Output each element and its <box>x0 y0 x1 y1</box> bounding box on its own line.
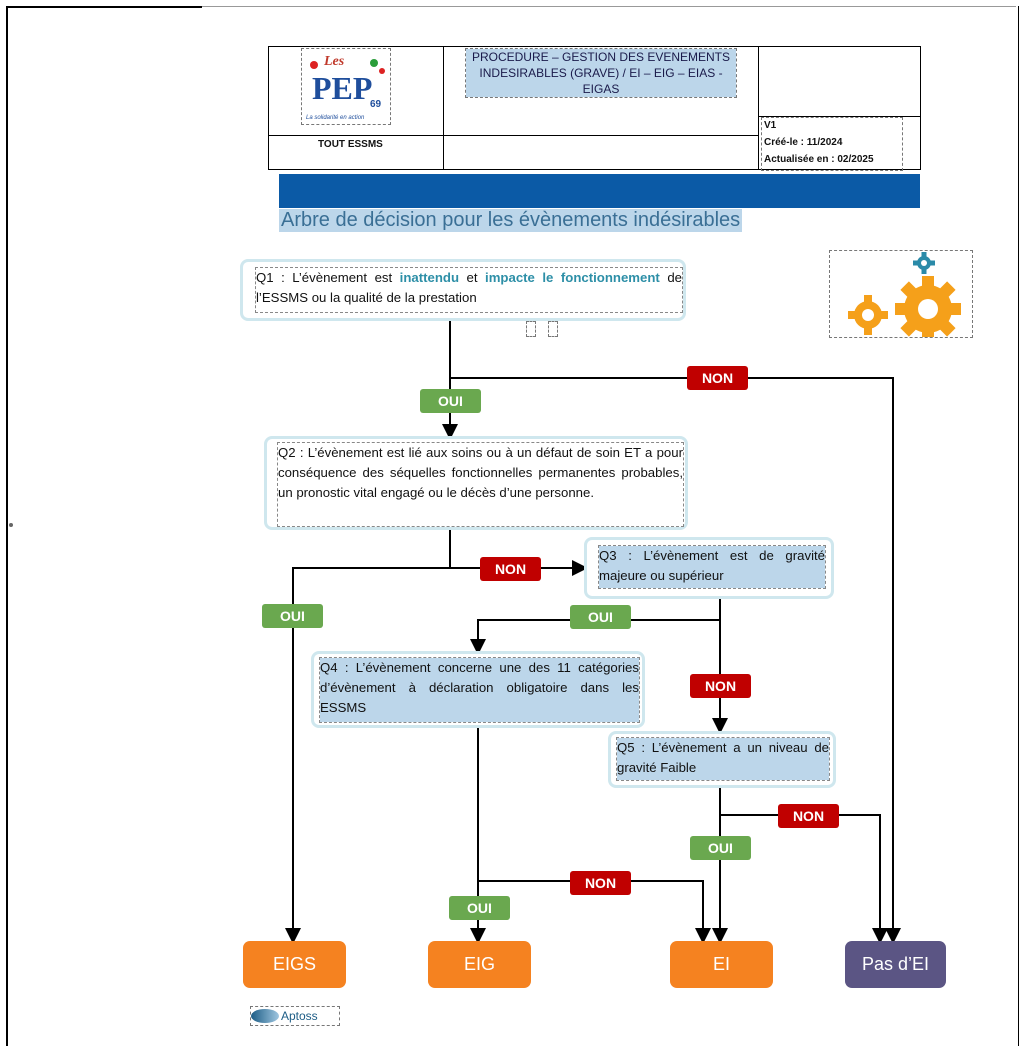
q1-prefix: Q1 : L’évènement est <box>256 270 400 285</box>
created-date: Créé-le : 11/2024 <box>764 137 843 148</box>
top-rule <box>6 6 1016 7</box>
q4-oui-tag: OUI <box>449 896 510 920</box>
q5-text: Q5 : L’évènement a un niveau de gravité … <box>616 737 830 781</box>
aptoss-logo-icon <box>251 1009 279 1023</box>
q1-oui-tag: OUI <box>420 389 481 413</box>
q1-text: Q1 : L’évènement est inattendu et impact… <box>255 267 683 313</box>
logo-les: Les <box>323 54 345 69</box>
q3-text: Q3 : L’évènement est de gravité majeure … <box>598 545 826 589</box>
q1-suffix: de l’ESSMS ou la qualité de la prestatio… <box>256 270 682 305</box>
q1-non-line <box>450 377 901 944</box>
q3-box: Q3 : L’évènement est de gravité majeure … <box>584 537 834 599</box>
logo-tagline: La solidarité en action <box>306 115 365 121</box>
result-pas-ei: Pas d’EI <box>845 941 946 988</box>
bullet-dot <box>9 523 13 527</box>
aptoss-text: Aptoss <box>281 1009 318 1023</box>
top-rule-dark <box>6 6 202 8</box>
procedure-title: PROCEDURE – GESTION DES EVENEMENTS INDES… <box>465 48 737 98</box>
q1-non-tag: NON <box>687 366 748 390</box>
q1-keyword-impacte: impacte le fonctionnement <box>485 270 660 285</box>
q2-oui-line <box>285 567 450 944</box>
q2-oui-tag: OUI <box>262 604 323 628</box>
q4-text: Q4 : L’évènement concerne une des 11 cat… <box>319 657 640 723</box>
q5-non-line <box>720 814 888 944</box>
decision-tree-title: Arbre de décision pour les évènements in… <box>279 209 743 232</box>
q4-non-tag: NON <box>570 871 631 895</box>
q5-oui-tag: OUI <box>690 836 751 860</box>
page-frame <box>6 6 1019 1046</box>
q1-mid: et <box>459 270 486 285</box>
q3-oui-line <box>470 619 720 655</box>
scope-cell <box>268 135 444 170</box>
logo-69: 69 <box>370 99 382 110</box>
version-cell <box>758 116 921 170</box>
q1-keyword-inattendu: inattendu <box>399 270 460 285</box>
pep69-logo: Les PEP 69 La solidarité en action <box>301 48 391 125</box>
q5-non-tag: NON <box>778 804 839 828</box>
result-eig: EIG <box>428 941 531 988</box>
result-eigs: EIGS <box>243 941 346 988</box>
scope-label: TOUT ESSMS <box>318 139 383 150</box>
logo-pep: PEP <box>312 70 372 106</box>
q3-oui-tag: OUI <box>570 605 631 629</box>
q1-anchor-marker-2 <box>548 321 558 337</box>
q2-text: Q2 : L’évènement est lié aux soins ou à … <box>277 442 684 527</box>
q5-box: Q5 : L’évènement a un niveau de gravité … <box>608 731 836 788</box>
logo-graphic: Les PEP 69 La solidarité en action <box>306 54 385 121</box>
result-ei: EI <box>670 941 773 988</box>
q2-box: Q2 : L’évènement est lié aux soins ou à … <box>264 436 688 530</box>
updated-date: Actualisée en : 02/2025 <box>764 154 874 165</box>
aptoss-brand: Aptoss <box>250 1006 340 1026</box>
q4-non-line <box>478 880 711 944</box>
blue-banner <box>279 174 920 208</box>
blank-cell <box>443 135 759 170</box>
q1-anchor-marker <box>526 321 536 337</box>
q2-non-tag: NON <box>480 557 541 581</box>
version-label: V1 <box>764 120 777 131</box>
q1-box: Q1 : L’évènement est inattendu et impact… <box>240 259 686 321</box>
q4-box: Q4 : L’évènement concerne une des 11 cat… <box>311 651 645 728</box>
q3-non-tag: NON <box>690 674 751 698</box>
